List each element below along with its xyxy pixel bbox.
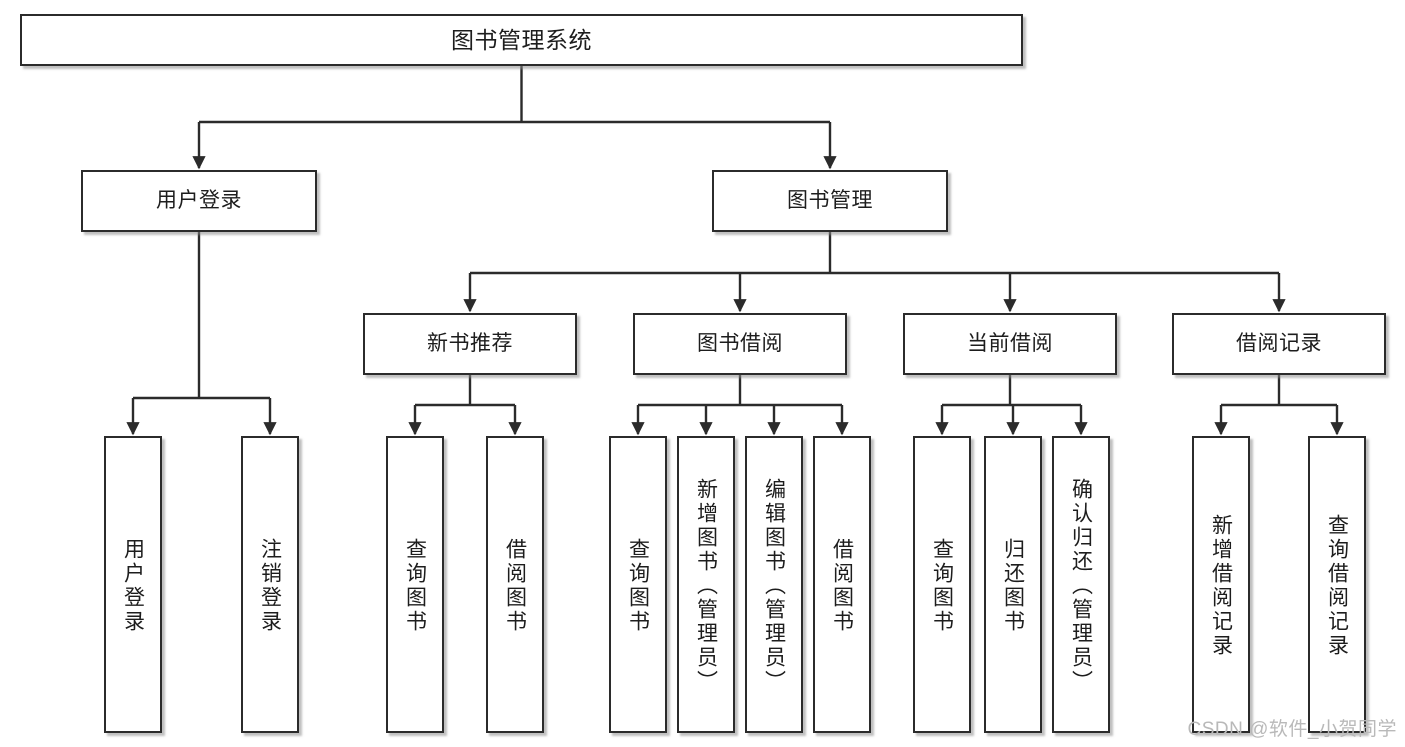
node-leaf-borrow-4[interactable]: 借阅图书: [813, 436, 871, 733]
node-leaf-newrec-1[interactable]: 查询图书: [386, 436, 444, 733]
node-label: 查询借阅记录: [1325, 513, 1349, 658]
node-label: 用户登录: [121, 537, 145, 634]
node-newrec[interactable]: 新书推荐: [363, 313, 577, 375]
node-label: 用户登录: [156, 188, 242, 212]
node-label: 查询图书: [626, 537, 650, 634]
node-label: 查询图书: [403, 537, 427, 634]
node-leaf-newrec-2[interactable]: 借阅图书: [486, 436, 544, 733]
node-label: 图书管理系统: [451, 26, 592, 53]
node-root[interactable]: 图书管理系统: [20, 14, 1023, 66]
node-label: 归还图书: [1001, 537, 1025, 634]
node-records[interactable]: 借阅记录: [1172, 313, 1386, 375]
node-label: 新增借阅记录: [1209, 513, 1233, 658]
node-label: 借阅图书: [503, 537, 527, 634]
node-leaf-borrow-2[interactable]: 新增图书（管理员）: [677, 436, 735, 733]
node-label: 图书借阅: [697, 331, 783, 355]
node-leaf-current-1[interactable]: 查询图书: [913, 436, 971, 733]
node-label: 当前借阅: [967, 331, 1053, 355]
node-leaf-login-2[interactable]: 注销登录: [241, 436, 299, 733]
node-label: 确认归还（管理员）: [1069, 477, 1093, 694]
node-current[interactable]: 当前借阅: [903, 313, 1117, 375]
node-label: 查询图书: [930, 537, 954, 634]
node-leaf-records-1[interactable]: 新增借阅记录: [1192, 436, 1250, 733]
node-leaf-borrow-1[interactable]: 查询图书: [609, 436, 667, 733]
node-login[interactable]: 用户登录: [81, 170, 317, 232]
node-label: 借阅记录: [1236, 331, 1322, 355]
node-leaf-login-1[interactable]: 用户登录: [104, 436, 162, 733]
node-label: 新增图书（管理员）: [694, 477, 718, 694]
node-leaf-records-2[interactable]: 查询借阅记录: [1308, 436, 1366, 733]
node-borrow[interactable]: 图书借阅: [633, 313, 847, 375]
node-label: 新书推荐: [427, 331, 513, 355]
node-label: 借阅图书: [830, 537, 854, 634]
node-bookmgmt[interactable]: 图书管理: [712, 170, 948, 232]
node-label: 图书管理: [787, 188, 873, 212]
node-leaf-current-3[interactable]: 确认归还（管理员）: [1052, 436, 1110, 733]
node-leaf-borrow-3[interactable]: 编辑图书（管理员）: [745, 436, 803, 733]
node-leaf-current-2[interactable]: 归还图书: [984, 436, 1042, 733]
node-label: 注销登录: [258, 537, 282, 634]
node-label: 编辑图书（管理员）: [762, 477, 786, 694]
